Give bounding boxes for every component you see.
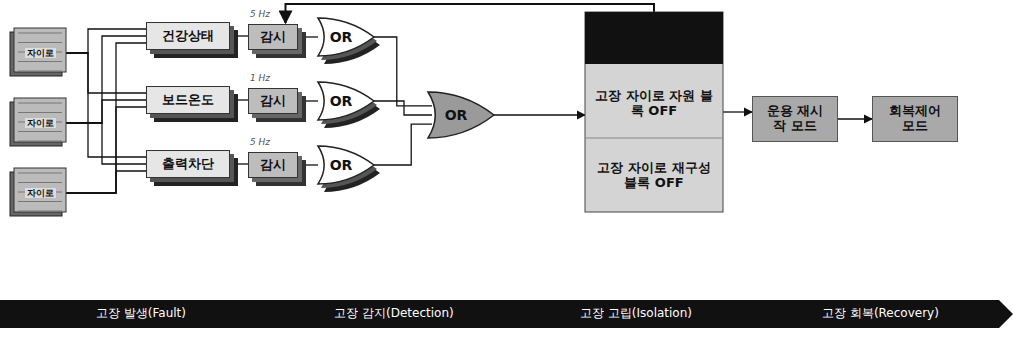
condition-box: 건강상태 [146, 22, 230, 50]
connector [298, 36, 318, 37]
condition-box: 보드온도 [146, 86, 230, 114]
node-text: OR [330, 157, 353, 173]
or-gate: OR [318, 18, 380, 64]
connector [374, 37, 432, 106]
connector [66, 107, 146, 193]
node-text: 감시 [260, 94, 286, 109]
phase-band: 고장 고립(Isolation) [506, 300, 766, 328]
gyro-unit: 자이로 [8, 28, 66, 78]
node-text: 고장 발생(Fault) [96, 307, 186, 321]
monitor-box: 감시 [248, 88, 298, 114]
rate-label: 1 Hz [250, 73, 270, 83]
connector [66, 100, 146, 123]
phase-band: 고장 감지(Detection) [264, 300, 524, 328]
connector [374, 124, 432, 165]
gyro-unit: 자이로 [8, 98, 66, 148]
node-text: OR [445, 107, 468, 123]
phase-band: 고장 회복(Recovery) [748, 300, 1013, 328]
connector [66, 29, 146, 53]
connector [298, 100, 318, 101]
action-block: 고장 자이로 자원 블록 OFF 고장 자이로 재구성 블록 OFF [585, 12, 723, 212]
rate-label: 5 Hz [250, 9, 270, 19]
node-text: 운용 재시작 모드 [761, 104, 829, 134]
mode-box: 회복제어 모드 [872, 96, 958, 142]
unit-label: 자이로 [25, 118, 56, 128]
node-text: 건강상태 [162, 29, 214, 44]
connector [66, 53, 146, 93]
connector [66, 53, 146, 157]
connector [66, 171, 146, 193]
node-text: 감시 [260, 30, 286, 45]
rate-label: 5 Hz [250, 137, 270, 147]
monitor-box: 감시 [248, 152, 298, 178]
node-text: 회복제어 모드 [881, 104, 949, 134]
connector [66, 123, 146, 164]
node-text: 출력차단 [162, 157, 214, 172]
connector [66, 43, 146, 193]
connector [838, 118, 872, 119]
node-text: 고장 자이로 재구성 블록 OFF [593, 161, 715, 191]
condition-box: 출력차단 [146, 150, 230, 178]
node-text: 고장 자이로 자원 블록 OFF [593, 89, 715, 119]
or-gate: OR [318, 146, 380, 192]
connector [494, 114, 585, 115]
connector [66, 36, 146, 123]
node-text: 고장 회복(Recovery) [822, 307, 939, 321]
node-text: OR [330, 29, 353, 45]
monitor-box: 감시 [248, 24, 298, 50]
connector [230, 99, 248, 100]
node-text: 보드온도 [162, 93, 214, 108]
node-text: OR [330, 93, 353, 109]
phase-band: 고장 발생(Fault) [0, 300, 282, 328]
connector [230, 35, 248, 36]
node-text: 고장 감지(Detection) [334, 307, 453, 321]
connector [230, 163, 248, 164]
connector [374, 101, 432, 115]
gyro-unit: 자이로 [8, 168, 66, 218]
unit-label: 자이로 [25, 188, 56, 198]
or-gate: OR [318, 82, 380, 128]
connector [298, 164, 318, 165]
node-text: 감시 [260, 158, 286, 173]
node-text: 고장 고립(Isolation) [580, 307, 692, 321]
unit-label: 자이로 [25, 48, 56, 58]
mode-box: 운용 재시작 모드 [752, 96, 838, 142]
or-gate: OR [428, 92, 494, 138]
connector [723, 111, 752, 112]
